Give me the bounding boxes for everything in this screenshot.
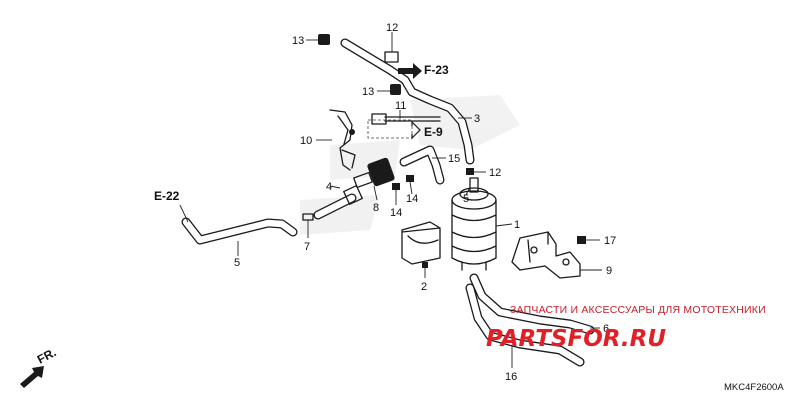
label-11: 11 xyxy=(395,100,406,112)
front-direction-arrow-icon xyxy=(20,366,44,388)
label-12-upper: 12 xyxy=(386,22,398,34)
label-12-right: 12 xyxy=(489,167,501,179)
bolt-part-14-a[interactable] xyxy=(392,183,400,205)
lead-5-b xyxy=(465,186,471,196)
label-5-left: 5 xyxy=(234,257,240,269)
ref-e22[interactable]: E-22 xyxy=(154,189,180,203)
label-1: 1 xyxy=(514,219,520,231)
label-17: 17 xyxy=(604,235,616,247)
hose-part-6[interactable] xyxy=(469,273,595,335)
label-8: 8 xyxy=(373,202,379,214)
hose-part-3[interactable] xyxy=(340,38,475,165)
front-label: FR. xyxy=(35,345,59,366)
label-3: 3 xyxy=(474,113,480,125)
ref-f23[interactable]: F-23 xyxy=(424,63,449,77)
background-logo-shading xyxy=(300,95,520,235)
lead-1 xyxy=(495,223,513,227)
dashed-hint-box xyxy=(367,119,413,139)
label-10: 10 xyxy=(300,135,312,147)
bolt-part-17[interactable] xyxy=(577,236,600,244)
label-14-b: 14 xyxy=(406,193,418,205)
label-7: 7 xyxy=(304,241,310,253)
bolt-part-14-b[interactable] xyxy=(406,175,414,195)
bolt-part-11[interactable] xyxy=(371,113,441,125)
label-13-upper: 13 xyxy=(292,35,304,47)
watermark-caption: ЗАПЧАСТИ И АКСЕССУАРЫ ДЛЯ МОТОТЕХНИКИ xyxy=(510,304,766,316)
lead-e22 xyxy=(179,204,189,223)
ref-e9[interactable]: E-9 xyxy=(424,125,443,139)
label-13-lower: 13 xyxy=(362,86,374,98)
ref-arrow-f23[interactable] xyxy=(398,63,422,79)
hose-part-4[interactable] xyxy=(313,185,363,220)
bracket-part-10[interactable] xyxy=(329,109,356,171)
label-14-a: 14 xyxy=(390,207,402,219)
hose-part-15[interactable] xyxy=(399,145,445,185)
diagram-code: MKC4F2600A xyxy=(724,382,784,393)
label-4: 4 xyxy=(326,181,332,193)
joint-part-7[interactable] xyxy=(302,213,314,238)
clip-part-12-right[interactable] xyxy=(466,168,486,175)
hose-part-16[interactable] xyxy=(465,283,585,367)
label-15: 15 xyxy=(448,153,460,165)
label-6: 6 xyxy=(603,323,609,335)
ref-arrow-e9[interactable] xyxy=(411,120,421,140)
label-2: 2 xyxy=(421,281,427,293)
clip-part-13-upper[interactable] xyxy=(306,34,330,45)
clip-part-13-lower[interactable] xyxy=(377,84,401,95)
label-9: 9 xyxy=(606,265,612,277)
lead-4 xyxy=(329,185,341,189)
clip-part-12-upper[interactable] xyxy=(384,32,399,63)
watermark-brand: PARTSFOR.RU xyxy=(486,326,666,352)
label-16: 16 xyxy=(505,371,517,383)
bracket-part-9[interactable] xyxy=(511,231,581,279)
canister-part-1[interactable] xyxy=(451,177,497,271)
solenoid-part-8[interactable] xyxy=(353,157,396,201)
label-5-canister: 5 xyxy=(463,193,469,205)
hose-part-5-left[interactable] xyxy=(181,217,298,245)
band-part-2[interactable] xyxy=(401,221,441,278)
